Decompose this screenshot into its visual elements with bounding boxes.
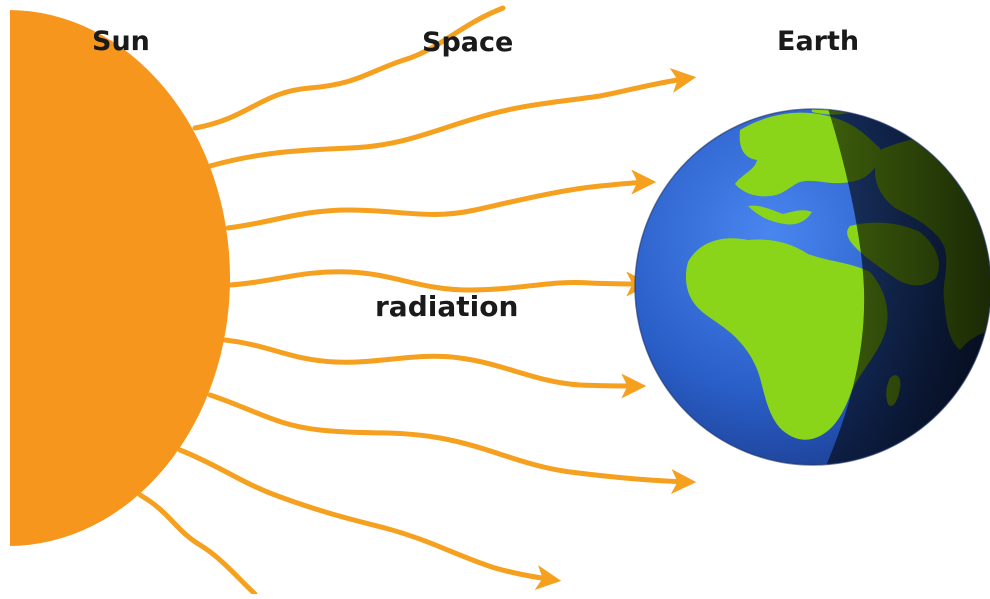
ray-1	[192, 5, 506, 131]
ray-6	[207, 392, 697, 495]
space-label: Space	[422, 27, 514, 58]
ray-4	[227, 269, 652, 297]
ray-3	[225, 169, 657, 231]
sun-label: Sun	[92, 26, 150, 57]
radiation-label: radiation	[375, 290, 519, 323]
ray-2	[207, 68, 697, 169]
earth-icon	[634, 108, 990, 466]
ray-7	[177, 447, 562, 590]
earth-label: Earth	[777, 26, 860, 57]
radiation-rays	[137, 5, 697, 597]
ray-5	[222, 337, 647, 399]
ray-8	[137, 492, 258, 597]
sun-icon	[0, 0, 230, 594]
